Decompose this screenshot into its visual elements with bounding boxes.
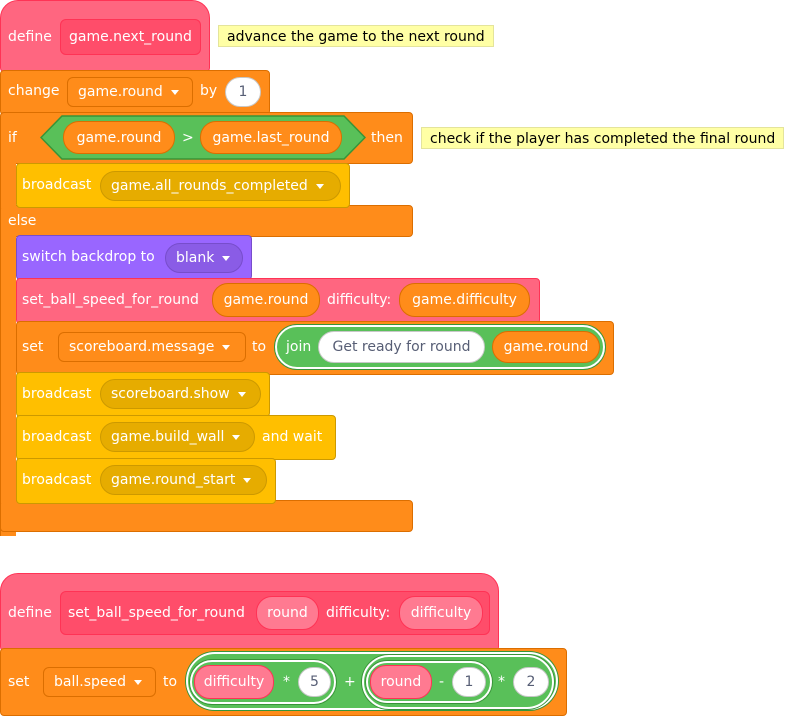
broadcast-msg-dropdown[interactable]: game.build_wall <box>100 422 255 452</box>
cond-right-reporter[interactable]: game.last_round <box>200 121 342 154</box>
comment-if[interactable]: check if the player has completed the fi… <box>421 127 785 149</box>
chevron-down-icon <box>134 679 142 685</box>
set-label: set <box>22 339 44 355</box>
join-var-reporter[interactable]: game.round <box>492 331 600 363</box>
broadcast-msg-dropdown[interactable]: scoreboard.show <box>100 379 261 409</box>
chevron-down-icon <box>222 255 231 261</box>
expr-two-input[interactable]: 2 <box>513 667 549 697</box>
setspeed-arg-difficulty[interactable]: game.difficulty <box>399 283 530 317</box>
chevron-down-icon <box>243 477 252 483</box>
broadcast-label: broadcast <box>22 429 92 445</box>
set-var-dropdown[interactable]: scoreboard.message <box>58 332 246 362</box>
proc-name: set_ball_speed_for_round <box>68 605 245 621</box>
param-difficulty[interactable]: difficulty <box>399 596 483 630</box>
setspeed-name: set_ball_speed_for_round <box>22 292 199 308</box>
proc-name: game.next_round <box>69 29 192 45</box>
change-by-label: by <box>200 83 218 99</box>
join-label: join <box>286 339 312 355</box>
times-operator: * <box>283 674 290 690</box>
comment-define[interactable]: advance the game to the next round <box>218 25 494 47</box>
expr-five-input[interactable]: 5 <box>298 667 331 697</box>
times-operator-2: * <box>498 674 505 690</box>
set-var-dropdown[interactable]: ball.speed <box>43 667 156 697</box>
broadcast-msg-dropdown[interactable]: game.round_start <box>100 465 267 495</box>
broadcast-label: broadcast <box>22 386 92 402</box>
chevron-down-icon <box>315 183 324 189</box>
then-label: then <box>371 130 403 146</box>
expr-difficulty[interactable]: difficulty <box>194 665 274 699</box>
set-to-label: to <box>252 339 267 355</box>
chevron-down-icon <box>237 391 246 397</box>
if-arm-fill-bottom <box>1 233 16 503</box>
else-label: else <box>8 213 37 229</box>
cond-left-reporter[interactable]: game.round <box>63 121 175 154</box>
backdrop-dropdown[interactable]: blank <box>165 243 243 273</box>
change-label: change <box>8 83 60 99</box>
if-arm-fill-top <box>1 158 16 208</box>
if-label: if <box>8 130 17 146</box>
broadcast-msg-dropdown[interactable]: game.all_rounds_completed <box>100 171 341 201</box>
change-value-input[interactable]: 1 <box>225 77 261 107</box>
backdrop-label: switch backdrop to <box>22 249 155 265</box>
define-label: define <box>8 605 52 621</box>
define-label: define <box>8 29 52 45</box>
and-wait-label: and wait <box>262 429 323 445</box>
plus-operator: + <box>344 674 356 690</box>
change-var-dropdown[interactable]: game.round <box>67 77 193 107</box>
join-text-input[interactable]: Get ready for round <box>318 331 485 363</box>
setspeed-difficulty-label: difficulty: <box>327 292 392 308</box>
chevron-down-icon <box>222 344 231 350</box>
chevron-down-icon <box>170 89 179 95</box>
if-block-bottom <box>0 500 413 532</box>
expr-one-input[interactable]: 1 <box>452 667 486 697</box>
param-round[interactable]: round <box>256 596 319 630</box>
expr-round[interactable]: round <box>370 665 432 699</box>
minus-operator: - <box>439 674 445 690</box>
proc-name-slot: game.next_round <box>60 19 201 55</box>
setspeed-arg-round[interactable]: game.round <box>212 283 320 317</box>
broadcast-label: broadcast <box>22 472 92 488</box>
chevron-down-icon <box>232 434 241 440</box>
difficulty-label: difficulty: <box>326 605 391 621</box>
broadcast-label: broadcast <box>22 177 92 193</box>
set-to-label: to <box>163 674 178 690</box>
set-label: set <box>8 674 30 690</box>
else-bar[interactable] <box>0 205 413 237</box>
cond-operator: > <box>182 130 194 146</box>
